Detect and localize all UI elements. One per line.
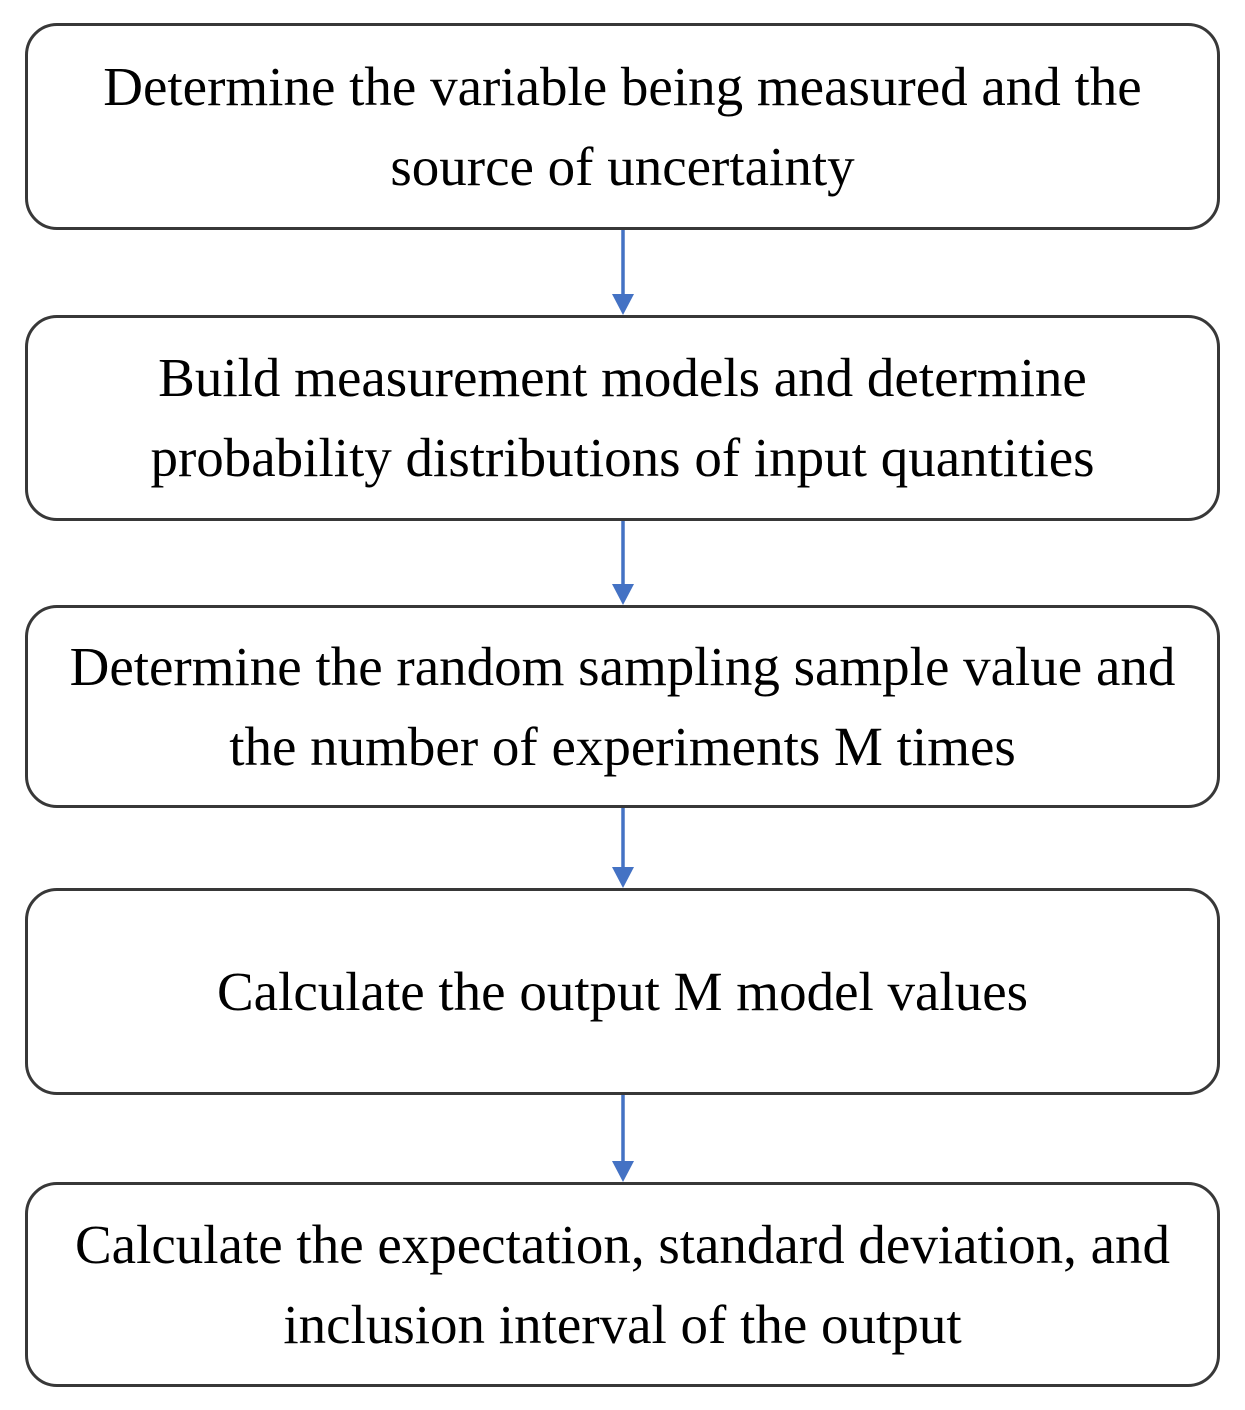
flow-step-1: Determine the variable being measured an… xyxy=(25,23,1220,230)
flow-step-1-label: Determine the variable being measured an… xyxy=(103,55,1142,197)
arrow-down-icon xyxy=(611,1095,634,1182)
flow-step-4-label: Calculate the output M model values xyxy=(216,960,1029,1022)
flow-step-4: Calculate the output M model values xyxy=(25,888,1220,1095)
flow-step-3: Determine the random sampling sample val… xyxy=(25,605,1220,808)
flow-step-2-label: Build measurement models and determine p… xyxy=(150,347,1095,488)
flow-step-3-label: Determine the random sampling sample val… xyxy=(69,635,1176,777)
flow-step-2: Build measurement models and determine p… xyxy=(25,315,1220,521)
flow-step-5: Calculate the expectation, standard devi… xyxy=(25,1182,1220,1387)
arrow-down-icon xyxy=(611,521,634,605)
arrow-down-icon xyxy=(611,808,634,888)
arrow-down-icon xyxy=(611,230,634,315)
flow-step-5-label: Calculate the expectation, standard devi… xyxy=(74,1213,1170,1355)
